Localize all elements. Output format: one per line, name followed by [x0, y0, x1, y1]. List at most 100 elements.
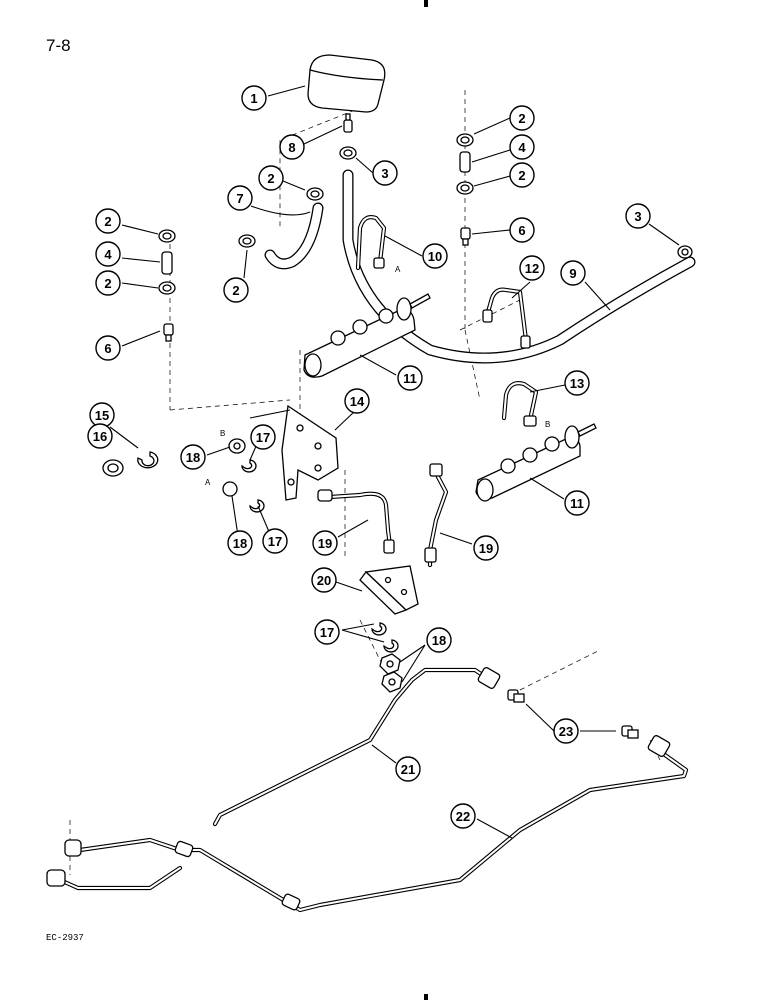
- callout-balloon: [397, 365, 423, 391]
- callout-number: 21: [401, 762, 415, 777]
- callout-6-fitting-left: 6: [95, 335, 121, 361]
- callout-8-fitting: 8: [279, 134, 305, 160]
- callout-11-master-cylinder-lower: 11: [564, 490, 590, 516]
- nuts-clips-lower-part: [371, 622, 403, 693]
- callout-number: 2: [267, 171, 274, 186]
- callout-16-nut: 16: [87, 423, 113, 449]
- callout-balloon: [258, 165, 284, 191]
- callout-13-pipe: 13: [564, 370, 590, 396]
- callout-4-hose-left: 4: [95, 241, 121, 267]
- callout-19-pipe-left: 19: [312, 530, 338, 556]
- marker-b-pipe: B: [545, 420, 550, 429]
- callout-number: 19: [479, 541, 493, 556]
- callout-number: 18: [432, 633, 446, 648]
- pipe-10-part: [355, 215, 387, 271]
- callout-number: 4: [104, 247, 112, 262]
- callout-10-pipe: 10: [422, 243, 448, 269]
- clip-15-part: [137, 451, 159, 469]
- callout-balloon: [509, 162, 535, 188]
- master-cylinder-upper-part: [303, 293, 431, 378]
- callout-number: 13: [570, 376, 584, 391]
- callout-balloon: [241, 85, 267, 111]
- callout-number: 3: [381, 166, 388, 181]
- callout-number: 8: [288, 140, 295, 155]
- callout-balloon: [250, 424, 276, 450]
- callout-number: 3: [634, 209, 641, 224]
- callout-number: 19: [318, 536, 332, 551]
- marker-a-left: A: [205, 478, 211, 487]
- callout-balloon: [262, 528, 288, 554]
- callout-balloon: [312, 530, 338, 556]
- callout-balloon: [564, 490, 590, 516]
- callout-3-clip: 3: [372, 160, 398, 186]
- callout-number: 23: [559, 724, 573, 739]
- callout-1-reservoir: 1: [241, 85, 267, 111]
- callout-14-bracket: 14: [344, 388, 370, 414]
- callout-number: 2: [104, 214, 111, 229]
- callout-balloon: [560, 260, 586, 286]
- callout-balloon: [426, 627, 452, 653]
- fitting-6-left-part: [163, 323, 174, 342]
- callout-number: 6: [104, 341, 111, 356]
- callout-9-hose: 9: [560, 260, 586, 286]
- callout-number: 9: [569, 266, 576, 281]
- callout-balloon: [95, 335, 121, 361]
- callout-17-clips: 17: [314, 619, 340, 645]
- callout-balloon: [450, 803, 476, 829]
- callout-number: 7: [236, 191, 243, 206]
- callout-balloon: [279, 134, 305, 160]
- clip-2-center-part: [306, 187, 324, 201]
- callout-balloon: [180, 444, 206, 470]
- callout-4-hose-upper-right: 4: [509, 134, 535, 160]
- callout-2-clip-upper-right-a: 2: [509, 105, 535, 131]
- callout-3-clip-far-right: 3: [625, 203, 651, 229]
- pipe-12-part: [482, 287, 531, 349]
- callout-number: 17: [256, 430, 270, 445]
- master-cylinder-lower-part: [475, 423, 597, 502]
- fitting-6-right-part: [460, 227, 471, 246]
- callout-number: 11: [570, 496, 584, 511]
- callout-balloon: [311, 567, 337, 593]
- callout-balloon: [473, 535, 499, 561]
- callout-11-master-cylinder-upper: 11: [397, 365, 423, 391]
- print-mark-bottom: [424, 994, 428, 1000]
- callout-number: 2: [518, 111, 525, 126]
- callout-number: 18: [186, 450, 200, 465]
- callout-number: 12: [525, 261, 539, 276]
- bracket-20-part: [359, 565, 419, 615]
- marker-b-left: B: [220, 429, 225, 438]
- reference-code: EC-2937: [46, 933, 84, 943]
- callout-balloon: [509, 217, 535, 243]
- fitting-8-part: [343, 113, 353, 133]
- pipe-22-part: [77, 735, 689, 913]
- callout-18-nuts: 18: [426, 627, 452, 653]
- callout-22-pipe: 22: [450, 803, 476, 829]
- callout-number: 17: [268, 534, 282, 549]
- callout-balloon: [223, 277, 249, 303]
- callout-number: 1: [250, 91, 257, 106]
- clip-3-part: [339, 146, 357, 160]
- bracket-14-part: [249, 404, 339, 501]
- long-hose-part: [342, 169, 696, 364]
- callout-18-nut-lower: 18: [227, 530, 253, 556]
- callout-balloon: [95, 241, 121, 267]
- callout-number: 14: [350, 394, 365, 409]
- pipe-ends-lower-left: [46, 839, 183, 891]
- callout-number: 2: [104, 276, 111, 291]
- callout-balloon: [227, 185, 253, 211]
- pipe-21-part: [212, 667, 501, 827]
- callout-20-bracket: 20: [311, 567, 337, 593]
- callout-number: 2: [518, 168, 525, 183]
- callout-balloon: [372, 160, 398, 186]
- callout-number: 11: [403, 371, 417, 386]
- callout-15-clip: 15: [89, 402, 115, 428]
- callout-balloon: [564, 370, 590, 396]
- callout-balloon: [519, 255, 545, 281]
- clip-2-lower-center-part: [238, 234, 256, 248]
- callout-number: 22: [456, 809, 470, 824]
- reservoir-part: [307, 54, 386, 113]
- callout-number: 16: [93, 429, 107, 444]
- callout-number: 20: [317, 573, 331, 588]
